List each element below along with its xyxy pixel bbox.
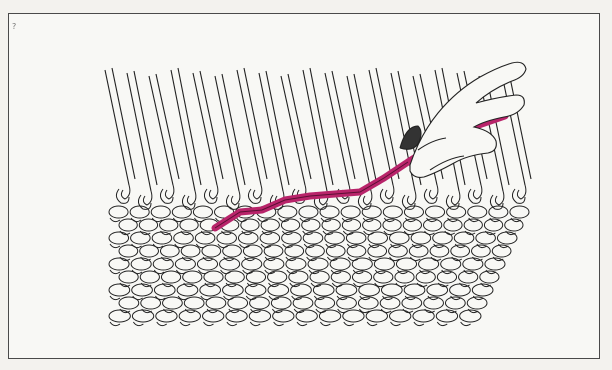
knitted-fabric — [109, 206, 529, 326]
hand-icon — [400, 62, 526, 177]
